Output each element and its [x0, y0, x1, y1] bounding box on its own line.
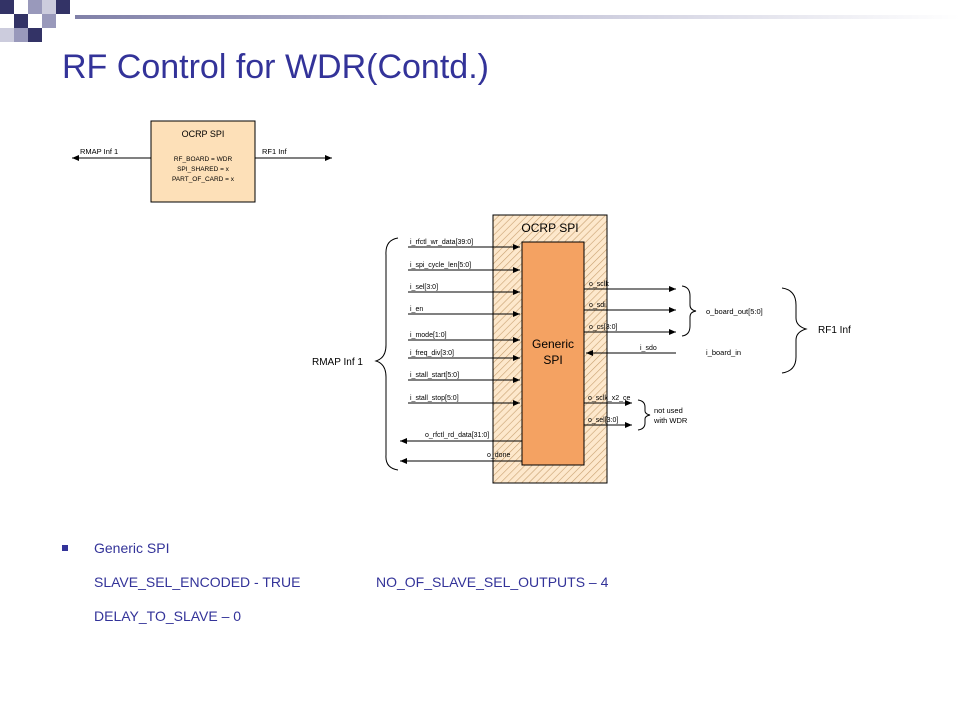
output-label: o_sclk_x2_ce: [588, 395, 631, 402]
input-label: i_stall_start[5:0]: [410, 372, 459, 379]
slide-title: RF Control for WDR(Contd.): [62, 48, 489, 86]
small-param-1: RF_BOARD = WDR: [174, 156, 233, 163]
unused-note-2: with WDR: [653, 416, 688, 425]
ocrp-outer-title: OCRP SPI: [521, 221, 578, 235]
output-label: o_done: [487, 452, 510, 459]
left-output-signals: o_rfctl_rd_data[31:0] o_done: [400, 432, 522, 464]
small-ocrp-box: [150, 120, 256, 203]
unused-output-signals: o_sclk_x2_ce o_sel[3:0] not used with WD…: [584, 395, 688, 431]
board-out-label: o_board_out[5:0]: [706, 307, 763, 316]
small-left-label: RMAP Inf 1: [80, 147, 118, 156]
input-label: i_spi_cycle_len[5:0]: [410, 262, 471, 269]
left-group-label: RMAP Inf 1: [312, 357, 363, 368]
input-label: i_rfctl_wr_data[39:0]: [410, 239, 473, 246]
input-label: i_freq_div[3:0]: [410, 350, 454, 357]
input-label-sdo: i_sdo: [640, 345, 657, 352]
board-out-brace: [681, 285, 697, 337]
core-label-generic: Generic: [532, 337, 574, 351]
board-in-label: i_board_in: [706, 348, 741, 357]
input-label: i_sel[3:0]: [410, 284, 438, 291]
left-brace: [374, 237, 399, 471]
unused-note-1: not used: [654, 406, 683, 415]
rf-brace: [781, 287, 808, 374]
small-ocrp-diagram: OCRP SPI RF_BOARD = WDR SPI_SHARED = x P…: [72, 120, 332, 203]
output-label: o_sdi: [589, 302, 606, 309]
corner-decoration: [0, 0, 70, 42]
title-underline-bar: [75, 15, 960, 19]
param-line: SLAVE_SEL_ENCODED - TRUE: [94, 574, 301, 590]
small-right-label: RF1 Inf: [262, 147, 288, 156]
param-line: DELAY_TO_SLAVE – 0: [94, 608, 242, 624]
bullet-item: Generic SPI: [94, 540, 170, 556]
input-label: i_stall_stop[5:0]: [410, 395, 459, 402]
input-signals: i_rfctl_wr_data[39:0] i_spi_cycle_len[5:…: [408, 239, 520, 406]
right-output-signals: o_sclk o_sdi o_cs[3:0] i_sdo: [584, 281, 676, 356]
small-box-title: OCRP SPI: [182, 129, 225, 139]
bullet-square-icon: [62, 545, 68, 551]
rf1-inf-label: RF1 Inf: [818, 325, 851, 336]
input-label: i_mode[1:0]: [410, 332, 447, 339]
generic-spi-core: [521, 241, 585, 466]
output-label: o_cs[3:0]: [589, 324, 617, 331]
input-label: i_en: [410, 306, 423, 313]
output-label: o_sel[3:0]: [588, 417, 618, 424]
small-param-3: PART_OF_CARD = x: [172, 176, 235, 183]
output-label: o_rfctl_rd_data[31:0]: [425, 432, 489, 439]
unused-brace: [637, 399, 651, 431]
param-line: NO_OF_SLAVE_SEL_OUTPUTS – 4: [376, 574, 609, 590]
small-param-2: SPI_SHARED = x: [177, 166, 230, 173]
output-label: o_sclk: [589, 281, 609, 288]
core-label-spi: SPI: [543, 353, 562, 367]
main-ocrp-diagram: OCRP SPI Generic SPI RMAP Inf 1 i_rfctl_…: [312, 214, 851, 484]
